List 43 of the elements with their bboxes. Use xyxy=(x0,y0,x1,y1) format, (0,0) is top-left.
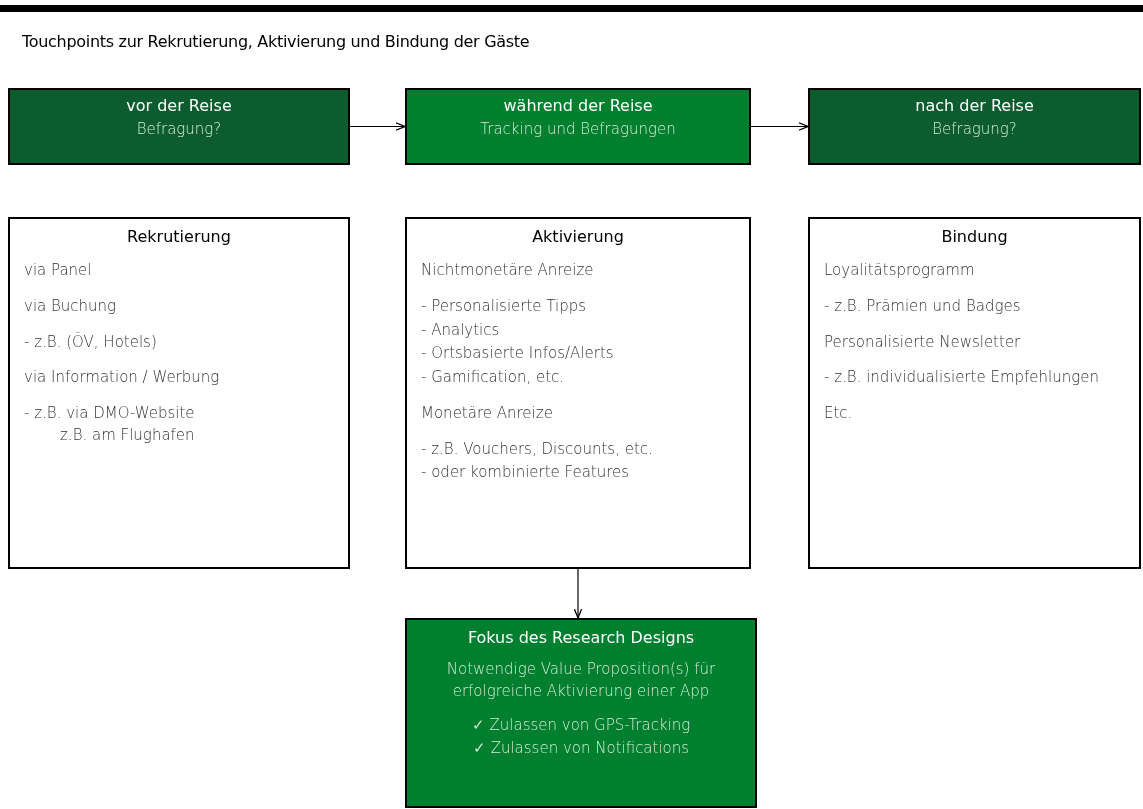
box-text: via Panel xyxy=(24,260,93,281)
content-box xyxy=(405,217,751,569)
arrow xyxy=(573,568,583,619)
box-text: - Personalisierte Tipps xyxy=(421,295,588,317)
stage-box xyxy=(405,88,751,165)
box-text: - z.B. individualisierte Empfehlungen xyxy=(824,367,1100,389)
box-text: Monetäre Anreize xyxy=(421,402,554,424)
box-subtitle: Befragung? xyxy=(932,119,1017,140)
box-subtitle: Befragung? xyxy=(136,119,222,140)
box-heading: Bindung xyxy=(940,227,1009,246)
content-box xyxy=(808,217,1141,569)
box-text: via Information / Werbung xyxy=(24,367,221,389)
box-text: - oder kombinierte Features xyxy=(421,462,631,484)
box-heading: vor der Reise xyxy=(126,96,232,115)
box-text: - z.B. Prämien und Badges xyxy=(824,295,1022,317)
box-text: - z.B. Vouchers, Discounts, etc. xyxy=(421,438,654,460)
box-text: - Gamification, etc. xyxy=(421,367,566,388)
box-text: Nichtmonetäre Anreize xyxy=(421,260,595,281)
arrow xyxy=(349,122,406,131)
box-text: Notwendige Value Proposition(s) für erfolgreiche Aktivierung einer App xyxy=(445,659,717,702)
arrow xyxy=(750,122,809,131)
box-heading: während der Reise xyxy=(503,96,653,115)
diagram-title: Touchpoints zur Rekrutierung, Aktivierung und Bindung der Gäste xyxy=(22,32,530,51)
stage-box xyxy=(808,88,1141,165)
box-text: z.B. am Flughafen xyxy=(59,424,196,446)
box-text: Etc. xyxy=(824,403,854,424)
box-subtitle: Tracking und Befragungen xyxy=(480,119,676,140)
box-heading: nach der Reise xyxy=(915,96,1034,115)
stage-box xyxy=(8,88,350,165)
stage-box xyxy=(405,618,757,808)
box-text: - z.B. (ÖV, Hotels) xyxy=(24,331,158,353)
box-heading: Rekrutierung xyxy=(126,227,232,246)
box-heading: Aktivierung xyxy=(531,227,625,246)
box-text: - Analytics xyxy=(421,319,501,341)
box-text: - Ortsbasierte Infos/Alerts xyxy=(421,343,615,365)
box-text: Loyalitätsprogramm xyxy=(824,260,976,281)
box-heading: Fokus des Research Designs xyxy=(467,628,695,647)
box-text: Personalisierte Newsletter xyxy=(824,331,1022,353)
content-box xyxy=(8,217,350,569)
box-text: ✓ Zulassen von Notifications xyxy=(472,738,690,760)
box-text: via Buchung xyxy=(24,295,118,317)
box-text: ✓ Zulassen von GPS-Tracking xyxy=(471,714,691,736)
box-text: - z.B. via DMO-Website xyxy=(24,403,196,424)
